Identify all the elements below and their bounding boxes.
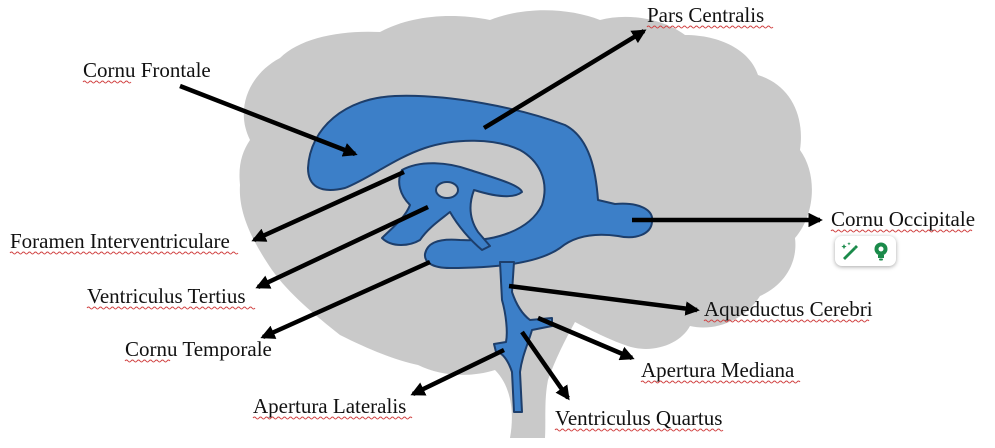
label-cornu-occipitale: Cornu Occipitale: [831, 207, 975, 231]
lightbulb-icon[interactable]: [869, 239, 893, 263]
label-apertura-mediana: Apertura Mediana: [641, 358, 795, 382]
interthalamic-adhesion: [436, 182, 458, 198]
label-ventriculus-tertius: Ventriculus Tertius: [87, 284, 246, 308]
label-apertura-lateralis: Apertura Lateralis: [253, 394, 406, 418]
label-aqueductus-cerebri: Aqueductus Cerebri: [704, 297, 873, 321]
label-pars-centralis: Pars Centralis: [647, 3, 764, 27]
label-cornu-temporale: Cornu Temporale: [125, 337, 272, 361]
magic-pen-icon[interactable]: [838, 239, 862, 263]
label-foramen-interventriculare: Foramen Interventriculare: [10, 229, 230, 253]
label-cornu-frontale: Cornu Frontale: [83, 58, 211, 82]
image-toolbar: [835, 236, 896, 266]
label-ventriculus-quartus: Ventriculus Quartus: [555, 406, 722, 430]
